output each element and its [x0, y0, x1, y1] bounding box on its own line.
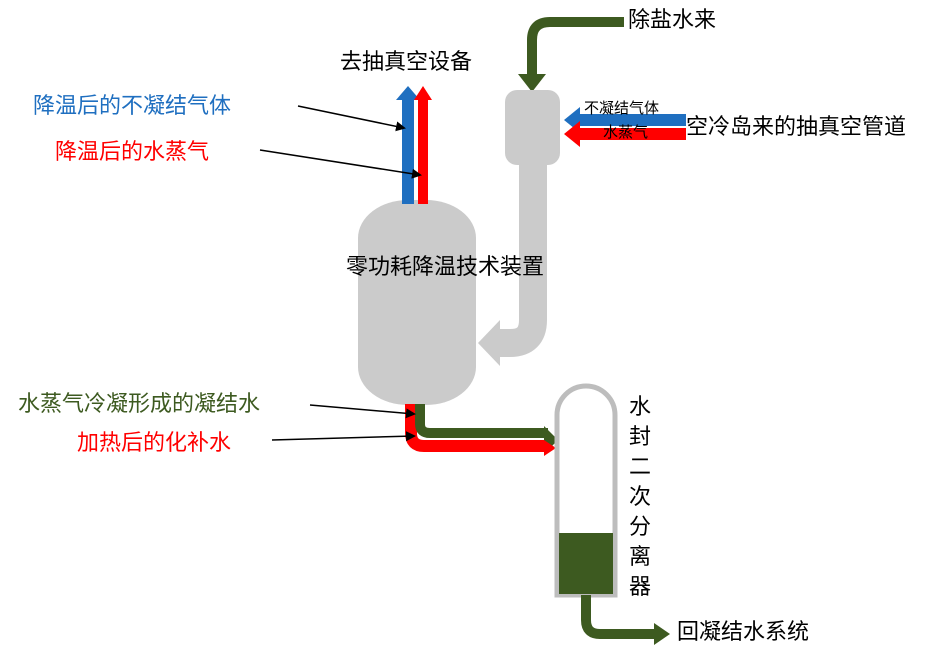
label-cooled-noncondensable-gas: 降温后的不凝结气体 — [33, 94, 232, 119]
pointer-arrow-cooled-gas — [297, 105, 406, 132]
cooled-gas-outlet-arrowhead — [396, 86, 420, 100]
demin-water-inlet-pipe — [527, 17, 624, 78]
label-return-to-condensate-system: 回凝结水系统 — [677, 620, 810, 645]
gray-return-pipe — [500, 160, 547, 357]
water-vapor-inlet-pipe — [578, 128, 686, 140]
main-cooling-vessel — [358, 200, 476, 405]
pointer-arrow-makeup-water — [271, 431, 416, 442]
cooled-vapor-outlet-pipe — [418, 98, 428, 204]
label-water-vapor: 水蒸气 — [603, 123, 649, 141]
condensate-return-arrowhead — [654, 623, 670, 645]
cooled-gas-outlet-pipe — [402, 98, 414, 204]
small-cooling-vessel — [505, 90, 560, 165]
noncondensable-gas-inlet-pipe — [578, 114, 686, 126]
water-vapor-inlet-arrowhead — [564, 121, 580, 147]
pointer-arrow-condensed-water — [309, 404, 416, 419]
label-cooled-water-vapor: 降温后的水蒸气 — [55, 140, 210, 165]
label-noncondensable-gas: 不凝结气体 — [584, 99, 660, 117]
separator-water-level — [559, 533, 613, 594]
label-water-seal-separator: 水封二次分离器 — [628, 395, 651, 600]
condensate-outlet-pipe — [415, 404, 548, 438]
gray-return-arrowhead — [478, 320, 500, 366]
label-to-vacuum-equipment: 去抽真空设备 — [340, 50, 473, 75]
makeup-water-outlet-pipe — [405, 404, 548, 452]
pointer-arrow-cooled-vapor — [259, 149, 422, 179]
bottom-outlet-arrowhead-red — [544, 440, 556, 456]
condensate-return-pipe — [581, 595, 656, 639]
label-vacuum-pipe-from-air-cooling-island: 空冷岛来的抽真空管道 — [686, 115, 907, 140]
label-heated-makeup-water: 加热后的化补水 — [77, 431, 232, 456]
label-condensed-water-from-vapor: 水蒸气冷凝形成的凝结水 — [18, 392, 261, 417]
cooled-vapor-outlet-arrowhead — [414, 86, 432, 100]
demin-water-inlet-arrowhead — [518, 74, 546, 92]
label-device-name: 零功耗降温技术装置 — [346, 255, 545, 280]
label-demin-water-in: 除盐水来 — [628, 8, 717, 33]
